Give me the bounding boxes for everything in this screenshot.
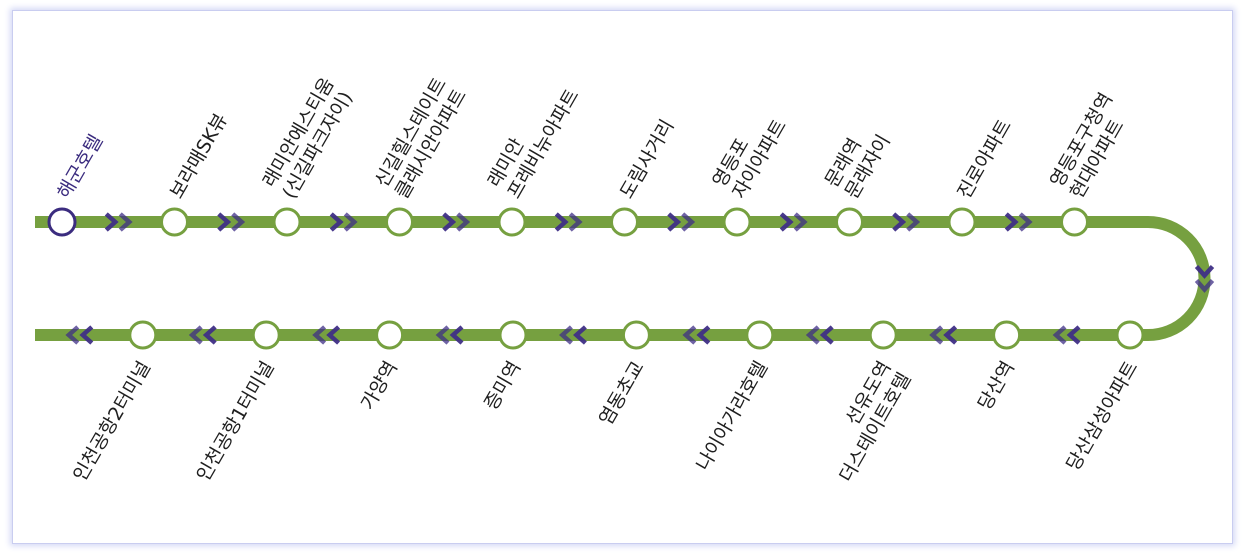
- station-dangsan-station: [992, 320, 1022, 350]
- route-map-frame: [12, 10, 1233, 544]
- arrow-left: [188, 325, 217, 345]
- label-dangsan-station: 당산역: [974, 358, 1019, 414]
- station-gayang-station: [375, 320, 405, 350]
- label-borame-skview-line: 보라매SK뷰: [166, 110, 232, 203]
- label-dangsan-samsung-line: 당산삼성아파트: [1062, 358, 1142, 475]
- label-jinro-apt-line: 진로아파트: [953, 116, 1016, 203]
- station-haegun-hotel: [47, 207, 77, 237]
- label-yeongdeungpo-xi: 영등포자이아파트: [708, 104, 791, 202]
- arrow-left: [805, 325, 834, 345]
- route-line-path: [35, 216, 1211, 341]
- arrow-left: [929, 325, 958, 345]
- arrow-right: [779, 212, 808, 232]
- arrow-down: [1194, 265, 1215, 293]
- station-dangsan-samsung: [1115, 320, 1145, 350]
- arrow-left: [65, 325, 94, 345]
- label-jeungmi-station: 증미역: [480, 358, 525, 414]
- station-jinro-apt: [947, 207, 977, 237]
- label-airport-t1: 인천공항1터미널: [192, 358, 278, 485]
- station-airport-t2: [128, 320, 158, 350]
- station-airport-t1: [251, 320, 281, 350]
- label-dorim-sageori: 도림사거리: [616, 116, 679, 203]
- arrow-right: [329, 212, 358, 232]
- station-borame-skview: [160, 207, 189, 237]
- station-mullae-station: [835, 207, 864, 237]
- label-dangsan-station-line: 당산역: [974, 358, 1019, 414]
- arrow-right: [892, 212, 921, 232]
- arrow-left: [682, 325, 711, 345]
- station-seonyudo: [868, 320, 898, 350]
- stations: [47, 207, 1145, 350]
- label-raemian-prevenue: 래미안프레비뉴아파트: [483, 74, 583, 202]
- label-haegun-hotel: 해군호텔: [53, 131, 107, 203]
- label-airport-t2-line: 인천공항2터미널: [69, 358, 155, 485]
- arrow-left: [435, 325, 464, 345]
- arrow-right: [442, 212, 471, 232]
- station-jeungmi-station: [498, 320, 528, 350]
- arrow-right: [217, 212, 246, 232]
- label-gayang-station: 가양역: [357, 358, 402, 414]
- label-dangsan-samsung: 당산삼성아파트: [1062, 358, 1142, 475]
- station-yeomchang-school: [621, 320, 651, 350]
- arrow-left: [1052, 325, 1081, 345]
- label-raemian-esteum: 래미안에스티움(신길파크자이): [258, 74, 358, 202]
- label-dorim-sageori-line: 도림사거리: [616, 116, 679, 203]
- label-seonyudo: 선유도역더스테이트호텔: [815, 358, 915, 486]
- label-yeomchang-school: 염동초교: [595, 358, 649, 430]
- arrow-left: [312, 325, 341, 345]
- station-raemian-prevenue: [497, 207, 527, 237]
- label-airport-t1-line: 인천공항1터미널: [192, 358, 278, 485]
- station-dorim-sageori: [610, 207, 639, 237]
- label-jeungmi-station-line: 증미역: [480, 358, 525, 414]
- station-gucheong-hyundai: [1060, 207, 1089, 237]
- direction-arrows: [65, 212, 1215, 345]
- label-niagara-hotel: 나이아가라호텔: [692, 358, 772, 475]
- arrow-right: [667, 212, 696, 232]
- station-yeongdeungpo-xi: [722, 207, 752, 237]
- arrow-right: [1004, 212, 1033, 232]
- label-mullae-station: 문래역문래자이: [821, 119, 895, 202]
- label-haegun-hotel-line: 해군호텔: [53, 131, 107, 203]
- station-niagara-hotel: [745, 320, 775, 350]
- station-raemian-esteum: [272, 207, 302, 237]
- label-singil-hillstate: 신길힐스테이트클래시안아파트: [371, 74, 471, 202]
- route-line: [35, 216, 1211, 341]
- label-yeomchang-school-line: 염동초교: [595, 358, 649, 430]
- station-singil-hillstate: [385, 207, 414, 237]
- label-airport-t2: 인천공항2터미널: [69, 358, 155, 485]
- label-jinro-apt: 진로아파트: [953, 116, 1016, 203]
- arrow-right: [554, 212, 583, 232]
- arrow-right: [104, 212, 133, 232]
- arrow-left: [559, 325, 587, 345]
- label-borame-skview: 보라매SK뷰: [166, 110, 232, 203]
- label-niagara-hotel-line: 나이아가라호텔: [692, 358, 772, 475]
- label-gucheong-hyundai: 영등포구청역현대아파트: [1046, 89, 1137, 202]
- label-gayang-station-line: 가양역: [357, 358, 402, 414]
